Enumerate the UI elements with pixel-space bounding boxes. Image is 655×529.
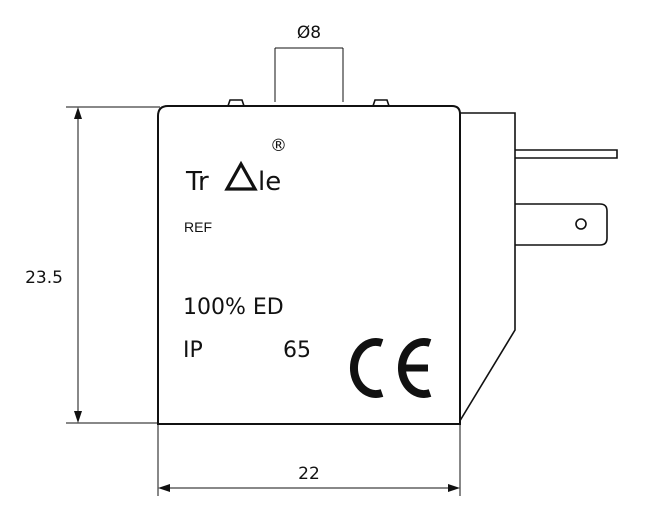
top-nub-left <box>227 99 245 107</box>
flat-pin-top <box>515 149 618 159</box>
height-label: 23.5 <box>25 268 63 288</box>
height-arrow-top <box>74 107 82 119</box>
diameter-label: Ø8 <box>297 23 321 43</box>
top-nub-right <box>372 99 390 107</box>
ce-mark-c <box>350 338 384 398</box>
height-arrow-bottom <box>74 411 82 423</box>
brand-prefix: Tr <box>185 167 209 197</box>
width-label: 22 <box>298 464 320 484</box>
duty-cycle-label: 100% ED <box>183 295 284 320</box>
width-arrow-right <box>448 484 460 492</box>
top-nubs <box>227 99 390 107</box>
width-dimension: 22 <box>157 425 461 496</box>
brand-triangle-icon <box>224 160 258 191</box>
ip-value: 65 <box>283 338 311 363</box>
connector-housing <box>457 112 618 425</box>
connector-side-profile <box>457 112 516 425</box>
coil-body <box>157 105 461 425</box>
tab-terminal-hole <box>575 218 587 230</box>
brand-suffix: le <box>258 167 281 197</box>
diameter-dimension: Ø8 <box>274 23 344 102</box>
ref-label: REF <box>184 219 212 235</box>
height-dimension: 23.5 <box>25 106 160 424</box>
ip-label: IP <box>183 338 203 363</box>
tab-terminal <box>515 203 608 246</box>
width-arrow-left <box>158 484 170 492</box>
brand-logo: Tr le ® <box>185 136 287 197</box>
registered-mark: ® <box>270 136 287 156</box>
ce-mark-icon <box>350 338 432 398</box>
